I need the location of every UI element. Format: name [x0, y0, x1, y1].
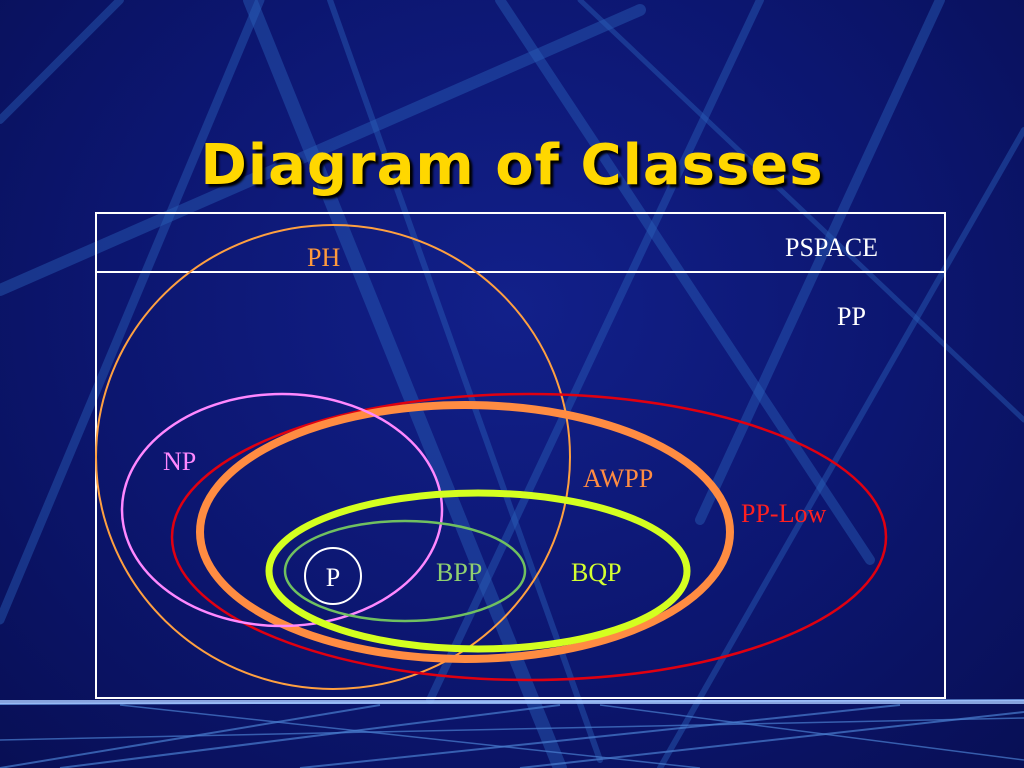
p-circle: [304, 547, 362, 605]
np-ellipse: [120, 392, 444, 628]
np-label: NP: [163, 447, 196, 476]
bpp-label: BPP: [436, 558, 482, 587]
awpp-ellipse: [196, 401, 734, 663]
bqp-label: BQP: [571, 558, 622, 587]
bqp-ellipse: [265, 489, 691, 653]
ph-label: PH: [307, 243, 340, 272]
pp-low-label: PP-Low: [741, 499, 826, 528]
awpp-label: AWPP: [583, 464, 653, 493]
pp-label: PP: [837, 302, 866, 331]
ph-ellipse: [95, 224, 571, 690]
pspace-label: PSPACE: [785, 233, 878, 262]
p-label: P: [326, 563, 340, 592]
slide-title: Diagram of Classes: [200, 133, 824, 198]
pspace-box: [95, 212, 946, 699]
pp-low-ellipse: [170, 392, 888, 682]
bpp-ellipse: [283, 519, 527, 623]
